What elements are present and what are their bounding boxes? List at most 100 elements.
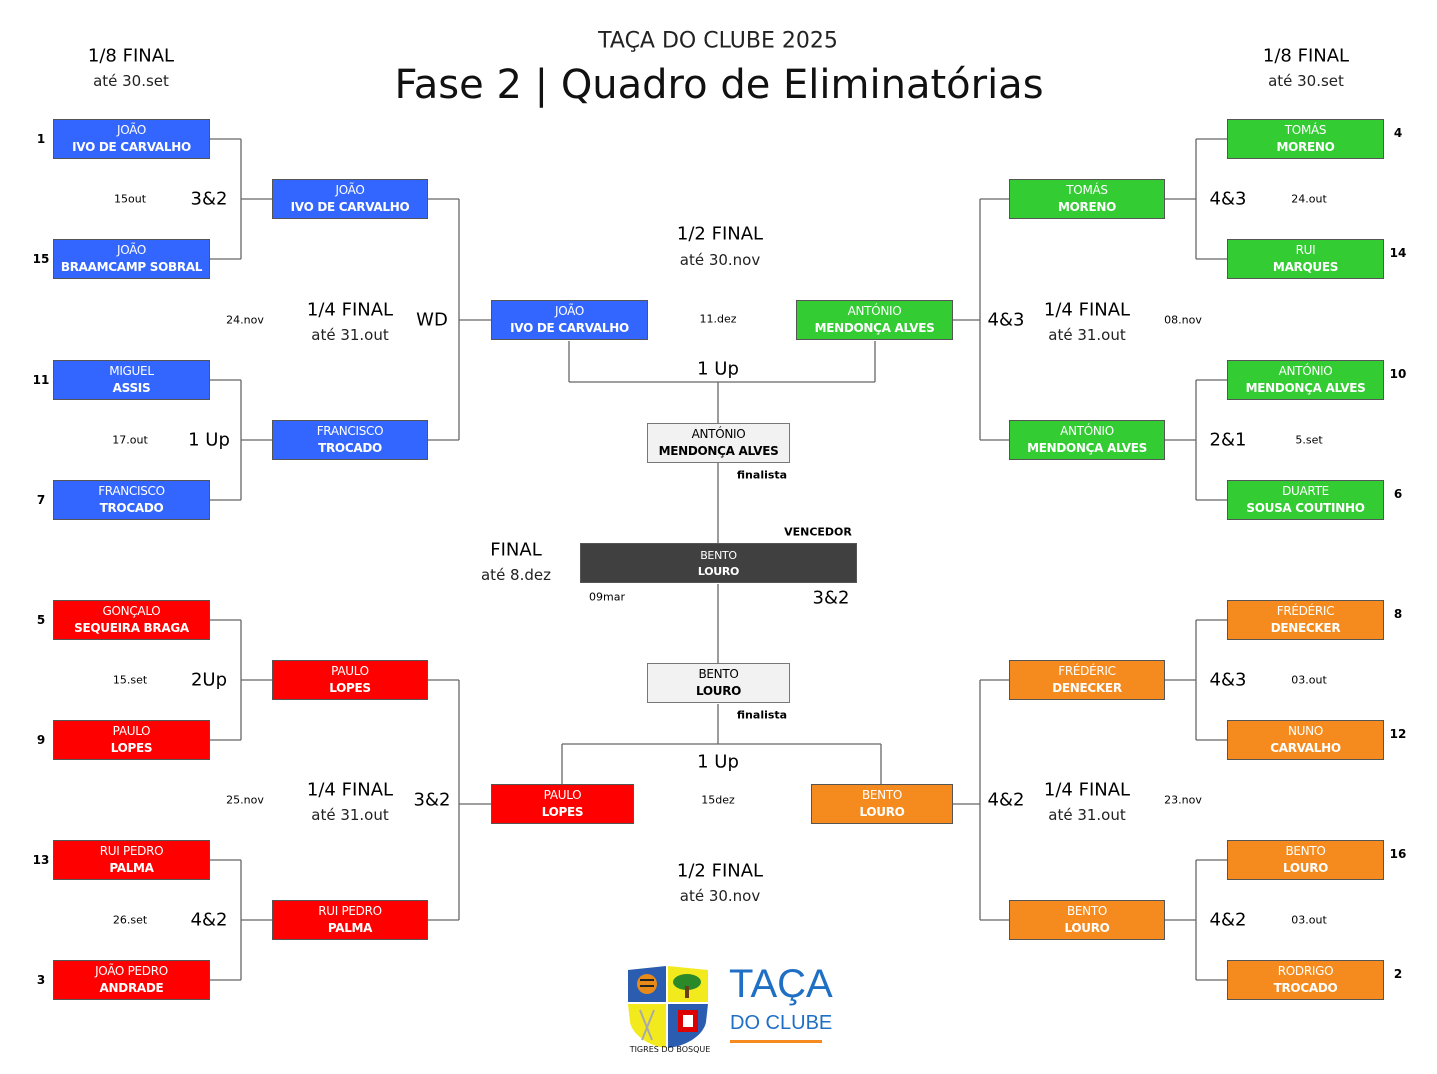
player-last-name: SEQUEIRA BRAGA — [74, 621, 189, 635]
player-box[interactable]: FRANCISCO TROCADO — [272, 420, 428, 460]
club-crest-icon: TIGRES DO BOSQUE — [625, 966, 715, 1054]
round-deadline-sf: até 30.nov — [679, 887, 761, 905]
player-box[interactable]: PAULO LOPES — [272, 660, 428, 700]
svg-text:TIGRES DO BOSQUE: TIGRES DO BOSQUE — [629, 1045, 711, 1054]
club-logo: TIGRES DO BOSQUE — [622, 962, 718, 1054]
player-first-name: ANTÓNIO — [1060, 424, 1114, 438]
player-last-name: LOPES — [329, 681, 371, 695]
match-score: 1 Up — [697, 751, 739, 773]
match-score: 4&2 — [190, 909, 228, 931]
seed-number: 14 — [1389, 246, 1407, 260]
player-first-name: PAULO — [331, 664, 369, 678]
seed-number: 12 — [1389, 727, 1407, 741]
player-box[interactable]: RUI PEDRO PALMA — [53, 840, 210, 880]
seed-number: 15 — [32, 252, 50, 266]
match-date: 24.out — [1291, 192, 1327, 206]
player-first-name: JOÃO — [116, 243, 147, 257]
player-first-name: ANTÓNIO — [847, 304, 902, 318]
player-last-name: MENDONÇA ALVES — [814, 321, 935, 335]
seed-number: 6 — [1393, 487, 1403, 501]
player-first-name: FRANCISCO — [98, 484, 165, 498]
round-label-r16-left: 1/8 FINAL — [87, 45, 175, 67]
player-first-name: RUI PEDRO — [318, 904, 382, 918]
player-first-name: DUARTE — [1282, 484, 1329, 498]
round-deadline-final: até 8.dez — [480, 566, 552, 584]
match-date: 03.out — [1291, 673, 1327, 687]
final-score: 3&2 — [812, 587, 850, 609]
round-deadline-sf: até 30.nov — [679, 251, 761, 269]
seed-number: 5 — [36, 613, 46, 627]
seed-number: 11 — [32, 373, 50, 387]
player-first-name: FRÉDÉRIC — [1058, 664, 1116, 678]
player-box[interactable]: FRANCISCO TROCADO — [53, 480, 210, 520]
player-last-name: MORENO — [1276, 140, 1335, 154]
player-last-name: LOURO — [695, 684, 742, 698]
player-last-name: TROCADO — [318, 441, 382, 455]
player-box[interactable]: FRÉDÉRIC DENECKER — [1009, 660, 1165, 700]
player-first-name: JOÃO — [116, 123, 147, 137]
round-deadline-r16-right: até 30.set — [1268, 72, 1344, 90]
round-deadline-qf: até 31.out — [1048, 806, 1126, 824]
player-first-name: JOÃO — [335, 183, 365, 197]
player-first-name: PAULO — [543, 788, 582, 802]
player-first-name: NUNO — [1288, 724, 1323, 738]
match-date: 17.out — [112, 433, 148, 447]
round-label-qf: 1/4 FINAL — [1043, 299, 1131, 321]
player-first-name: JOÃO PEDRO — [95, 964, 168, 978]
player-last-name: DENECKER — [1052, 681, 1122, 695]
player-box[interactable]: ANTÓNIO MENDONÇA ALVES — [796, 300, 953, 340]
seed-number: 7 — [36, 493, 46, 507]
winner-label: VENCEDOR — [784, 525, 852, 539]
seed-number: 16 — [1389, 847, 1407, 861]
player-first-name: BENTO — [861, 788, 903, 802]
player-box[interactable]: NUNO CARVALHO — [1227, 720, 1384, 760]
player-last-name: LOPES — [110, 741, 153, 755]
round-label-qf: 1/4 FINAL — [306, 779, 394, 801]
final-date: 09mar — [589, 590, 625, 604]
player-last-name: PALMA — [109, 861, 154, 875]
player-last-name: CARVALHO — [1270, 741, 1341, 755]
seed-number: 4 — [1393, 126, 1403, 140]
match-date: 08.nov — [1164, 313, 1202, 327]
match-date: 5.set — [1295, 433, 1323, 447]
player-first-name: FRANCISCO — [316, 424, 384, 438]
match-score: 3&2 — [190, 188, 228, 210]
player-last-name: MARQUES — [1272, 260, 1339, 274]
match-date: 15dez — [701, 793, 735, 807]
player-last-name: ANDRADE — [99, 981, 164, 995]
player-first-name: BENTO — [700, 549, 737, 562]
seed-number: 10 — [1389, 367, 1407, 381]
player-last-name: TROCADO — [99, 501, 164, 515]
player-box[interactable]: JOÃO PEDRO ANDRADE — [53, 960, 210, 1000]
page-title: Fase 2 | Quadro de Eliminatórias — [394, 62, 1044, 108]
player-first-name: FRÉDÉRIC — [1276, 604, 1335, 618]
round-deadline-qf: até 31.out — [1048, 326, 1126, 344]
player-first-name: RUI PEDRO — [99, 844, 164, 858]
player-first-name: BENTO — [1285, 844, 1326, 858]
player-first-name: ANTÓNIO — [1278, 364, 1333, 378]
